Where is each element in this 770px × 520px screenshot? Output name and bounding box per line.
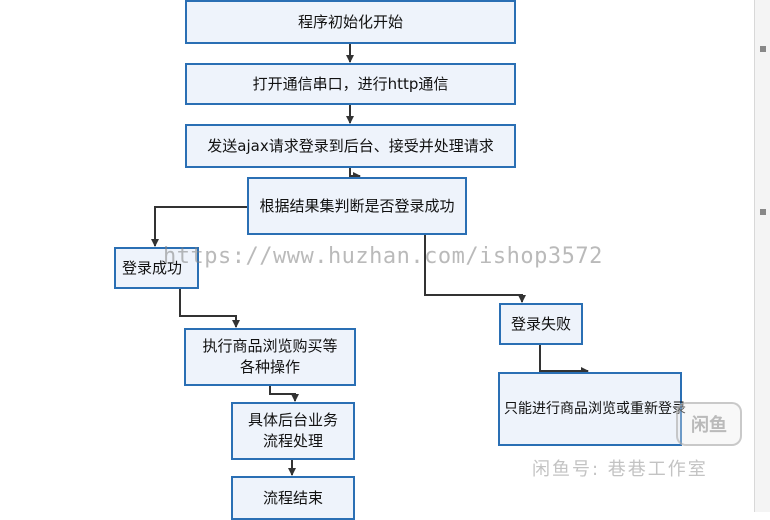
node-send-ajax-label: 发送ajax请求登录到后台、接受并处理请求	[207, 136, 494, 155]
edge-login-fail-browse-or-relogin	[539, 344, 589, 375]
edge-judge-login-fail	[424, 235, 526, 303]
node-end-label: 流程结束	[262, 488, 323, 507]
edge-browse-buy-backend-flow	[269, 385, 299, 402]
node-login-success: 登录成功	[114, 247, 199, 289]
node-judge-label: 根据结果集判断是否登录成功	[259, 196, 455, 215]
node-open-serial-label: 打开通信串口，进行http通信	[252, 74, 449, 93]
brand-watermark-text: 闲鱼号: 巷巷工作室	[532, 459, 708, 480]
node-init-label: 程序初始化开始	[297, 12, 403, 31]
scroll-marker-middle[interactable]	[760, 209, 766, 215]
node-browse-buy-label: 执行商品浏览购买等各种操作	[202, 337, 338, 376]
node-browse-or-relogin-label: 只能进行商品浏览或重新登录	[504, 400, 686, 417]
scroll-marker-top[interactable]	[760, 46, 766, 52]
node-browse-or-relogin: 只能进行商品浏览或重新登录	[498, 372, 686, 446]
node-init: 程序初始化开始	[185, 0, 516, 44]
url-watermark: https://www.huzhan.com/ishop3572	[163, 244, 603, 269]
node-open-serial: 打开通信串口，进行http通信	[185, 63, 516, 105]
node-login-fail: 登录失败	[499, 303, 583, 345]
edge-send-ajax-judge	[349, 168, 361, 180]
edge-judge-login-success	[151, 206, 248, 247]
node-login-success-label: 登录成功	[122, 258, 183, 277]
edge-login-success-browse-buy	[179, 289, 240, 328]
node-login-fail-label: 登录失败	[510, 314, 571, 333]
brand-logo: 闲鱼	[676, 402, 742, 446]
node-backend-flow: 具体后台业务流程处理	[231, 402, 355, 460]
node-end: 流程结束	[231, 476, 355, 520]
node-judge: 根据结果集判断是否登录成功	[247, 177, 467, 235]
node-backend-flow-label: 具体后台业务流程处理	[247, 411, 338, 450]
node-browse-buy: 执行商品浏览购买等各种操作	[184, 328, 356, 386]
vertical-scrollbar[interactable]	[754, 0, 770, 512]
node-send-ajax: 发送ajax请求登录到后台、接受并处理请求	[185, 124, 516, 168]
